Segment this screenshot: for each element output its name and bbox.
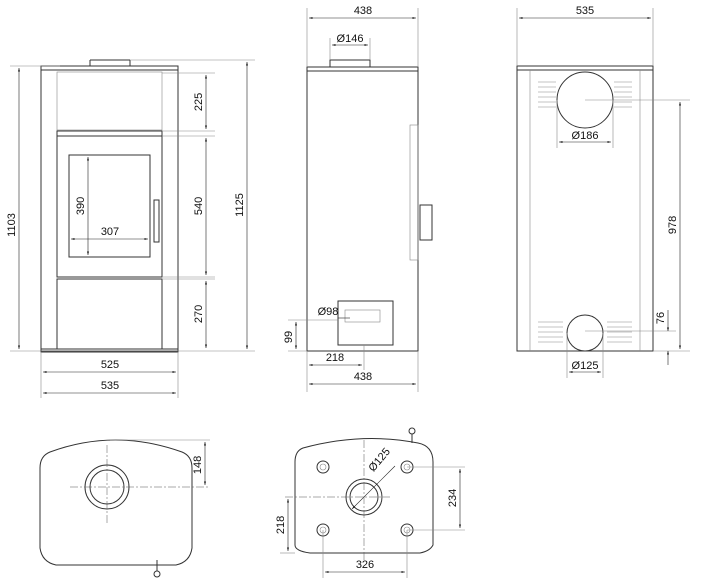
dim-234: 234 <box>447 489 459 507</box>
air-inlet-box <box>337 300 394 346</box>
rear-air-inlet <box>566 314 604 352</box>
dim-540: 540 <box>193 197 205 215</box>
dim-rear-inlet-125: Ø125 <box>572 360 599 372</box>
bottom-plan-view: Ø125 234 326 218 <box>275 427 465 578</box>
vent-slots <box>538 81 632 343</box>
dim-flue-146: Ø146 <box>337 33 364 45</box>
dim-inlet-98: Ø98 <box>318 306 339 318</box>
dim-218: 218 <box>326 352 344 364</box>
dim-326: 326 <box>356 559 374 571</box>
dim-225: 225 <box>193 93 205 111</box>
dim-535: 535 <box>101 380 119 392</box>
dim-270: 270 <box>193 305 205 323</box>
door-window <box>68 154 151 258</box>
dim-76: 76 <box>655 312 667 324</box>
dim-99: 99 <box>283 331 295 343</box>
pin-marker <box>153 570 161 578</box>
rear-view: 535 Ø186 978 76 Ø125 <box>516 5 690 378</box>
dim-438-bottom: 438 <box>354 371 372 383</box>
dim-bottom-218: 218 <box>275 516 287 534</box>
door-handle <box>153 199 160 243</box>
dim-bottom-inlet-125: Ø125 <box>366 446 392 474</box>
front-view: 1103 1125 225 540 270 390 307 525 535 <box>6 59 255 398</box>
dim-525: 525 <box>101 359 119 371</box>
side-handle <box>419 204 433 241</box>
dim-1103: 1103 <box>6 213 18 237</box>
foot-holes <box>316 460 414 537</box>
side-view: 438 Ø146 Ø98 99 218 438 <box>283 5 433 392</box>
dim-rear-flue-186: Ø186 <box>572 130 599 142</box>
dim-307: 307 <box>101 226 119 238</box>
dim-1125: 1125 <box>234 193 246 217</box>
dim-438-top: 438 <box>354 5 372 17</box>
dim-rear-535: 535 <box>576 5 594 17</box>
dim-978: 978 <box>667 216 679 234</box>
top-plan-view: 148 <box>39 439 210 578</box>
dim-148: 148 <box>192 456 204 474</box>
dim-390: 390 <box>75 197 87 215</box>
